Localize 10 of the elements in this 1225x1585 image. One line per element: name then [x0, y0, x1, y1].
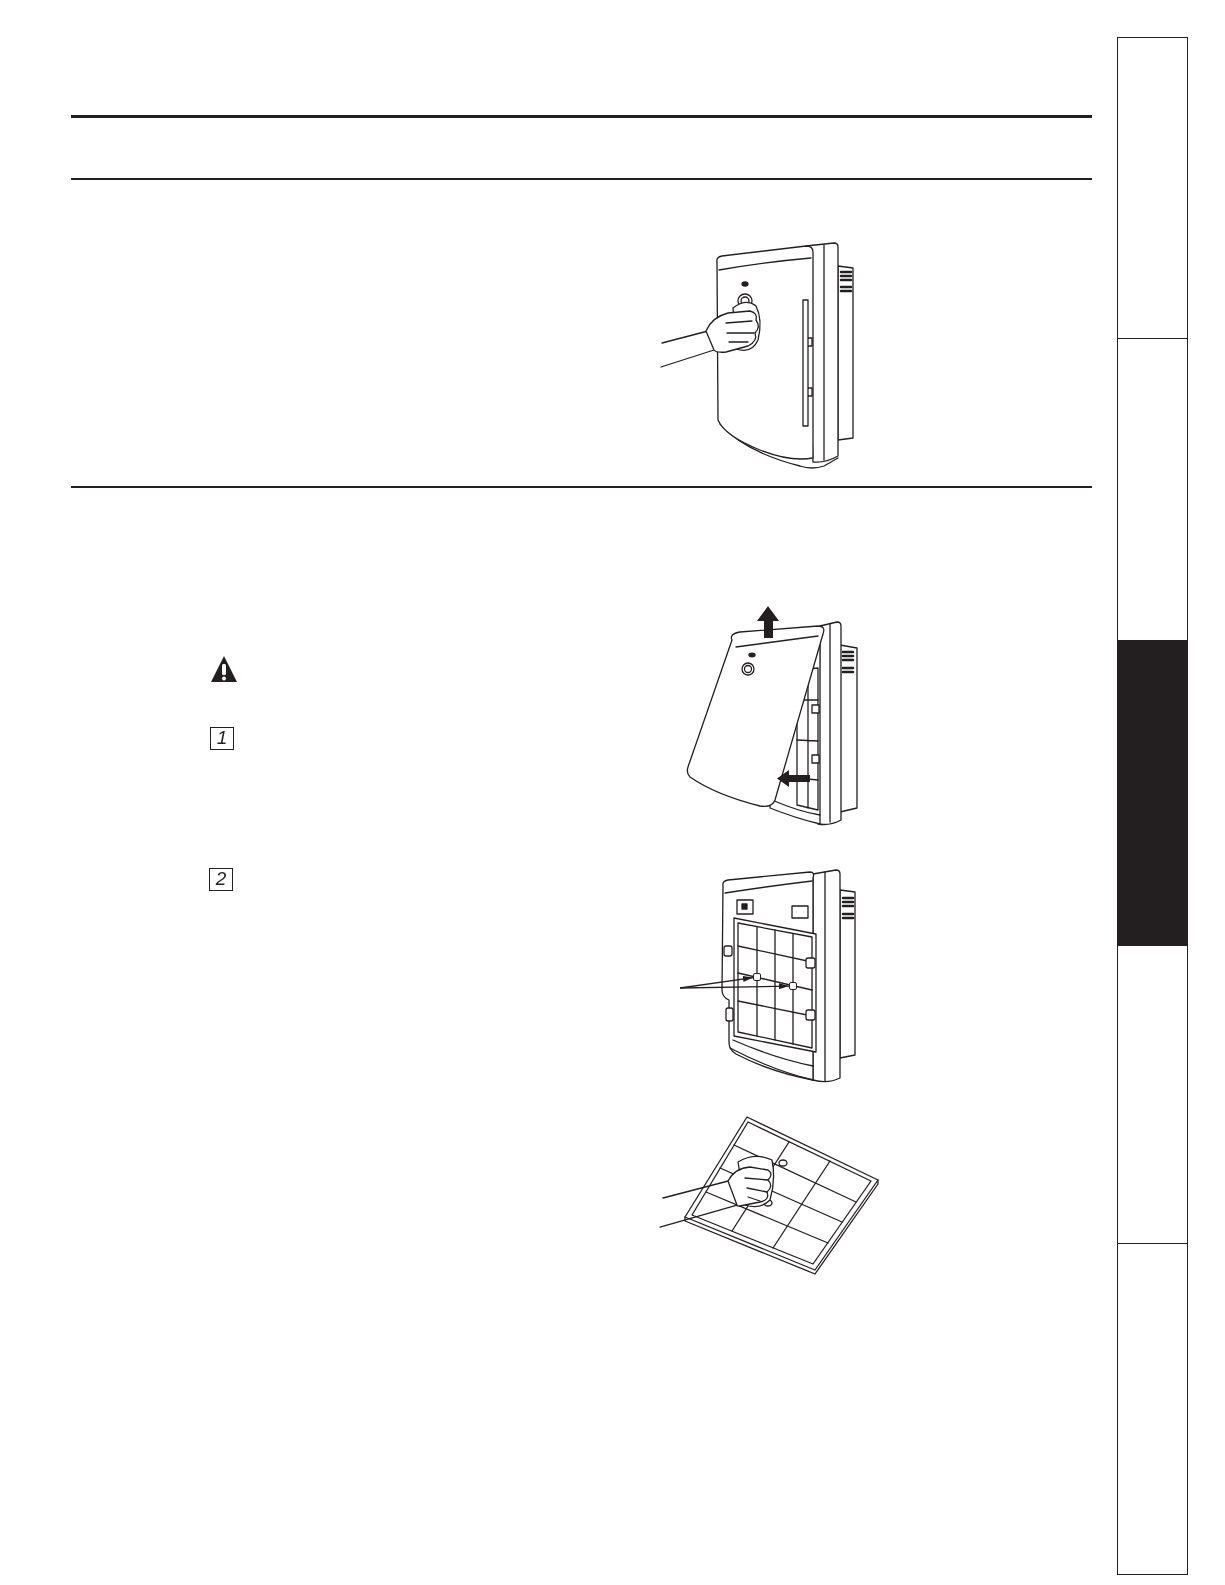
leader-arrow [679, 983, 790, 990]
side-tab [1117, 338, 1188, 641]
side-tab [1117, 37, 1188, 339]
selected-side-tab [1117, 640, 1188, 946]
side-tab [1117, 945, 1188, 1244]
filter-hook [789, 982, 797, 990]
step-number: 2 [209, 868, 233, 891]
step-number: 1 [210, 727, 234, 750]
filter-hook [753, 973, 761, 981]
side-tab [1117, 1243, 1188, 1575]
